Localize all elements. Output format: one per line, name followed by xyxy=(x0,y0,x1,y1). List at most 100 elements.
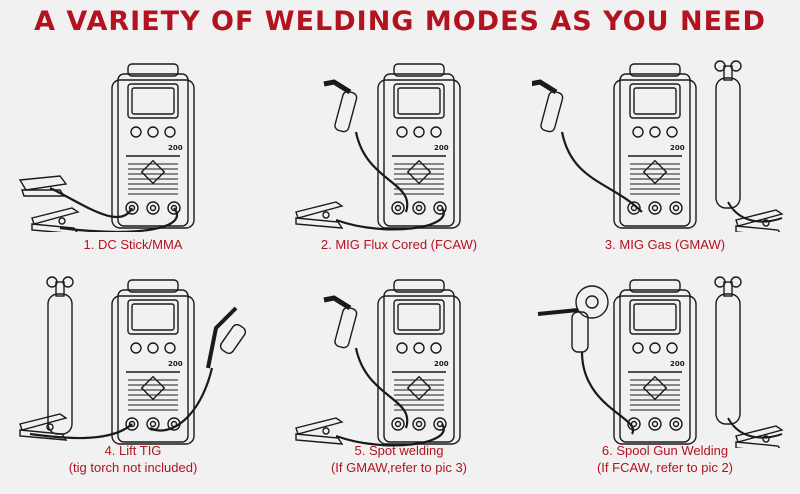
socket-pin xyxy=(651,204,659,212)
mode-panel-6: 200 6. Spool Gun Welding (If FCAW, refer… xyxy=(532,268,798,483)
electrode-cable xyxy=(49,187,133,219)
machine-model-badge: 200 xyxy=(670,144,685,152)
gas-hose xyxy=(727,417,783,439)
control-knob xyxy=(164,342,176,354)
socket-pin xyxy=(149,420,157,428)
machine-model-badge: 200 xyxy=(434,144,449,152)
cylinder-valve xyxy=(723,281,733,297)
display-inner xyxy=(397,303,441,331)
machine-body xyxy=(117,73,189,227)
control-knob xyxy=(666,342,678,354)
mig-torch xyxy=(323,295,409,429)
output-socket xyxy=(627,201,641,215)
electrode-holder xyxy=(18,175,68,197)
mode-caption: 5. Spot welding xyxy=(354,443,444,458)
page-title: A VARIETY OF WELDING MODES AS YOU NEED xyxy=(34,6,766,37)
spool-hub xyxy=(585,295,599,309)
mode-panel-5: 200 5. Spot welding (If GMAW,refer to pi… xyxy=(266,268,532,483)
machine-body xyxy=(619,73,691,227)
clamp-pivot xyxy=(762,435,770,443)
control-knob xyxy=(130,126,142,138)
output-socket xyxy=(391,417,405,431)
output-socket xyxy=(433,201,447,215)
warning-diamond xyxy=(140,375,166,401)
socket-pin xyxy=(128,204,136,212)
cylinder-body xyxy=(47,293,73,435)
display-inner xyxy=(397,87,441,115)
clamp-pivot xyxy=(46,423,54,431)
cylinder-body xyxy=(715,293,741,425)
mode-caption: 4. Lift TIG xyxy=(104,443,162,458)
display-inner xyxy=(633,303,677,331)
clamp-jaw-upper xyxy=(31,207,80,225)
clamp-pivot xyxy=(58,217,66,225)
welder-machine: 200 xyxy=(613,279,697,445)
torch-cable xyxy=(354,347,409,429)
mode-note: (tig torch not included) xyxy=(68,460,198,475)
torch-cable xyxy=(354,131,409,213)
welder-machine: 200 xyxy=(111,279,195,445)
socket-pin xyxy=(651,420,659,428)
mig-gas-welding-illustration: 200 xyxy=(532,60,784,232)
control-knob xyxy=(430,342,442,354)
mode-caption: 1. DC Stick/MMA xyxy=(83,237,183,252)
machine-body xyxy=(117,289,189,443)
holder-jaw xyxy=(18,175,68,191)
control-knob xyxy=(147,342,159,354)
warning-diamond xyxy=(642,159,668,185)
ground-clamp xyxy=(19,413,68,441)
spool-gun xyxy=(537,285,609,353)
control-knob xyxy=(413,126,425,138)
regulator-gauge xyxy=(730,276,742,288)
clamp-jaw-lower xyxy=(295,433,344,445)
socket-pin xyxy=(672,420,680,428)
machine-body xyxy=(383,289,455,443)
warning-diamond xyxy=(642,375,668,401)
ground-clamp xyxy=(735,209,784,232)
tig-cable xyxy=(149,367,214,432)
display-screen xyxy=(393,83,445,119)
mode-caption: 3. MIG Gas (GMAW) xyxy=(604,237,726,252)
ground-clamp xyxy=(735,425,784,448)
output-socket xyxy=(669,417,683,431)
output-socket xyxy=(125,417,139,431)
machine-body xyxy=(383,73,455,227)
clamp-jaw-upper xyxy=(735,425,784,443)
socket-pin xyxy=(170,204,178,212)
mig-torch xyxy=(323,79,409,213)
control-knob xyxy=(413,342,425,354)
clamp-jaw-upper xyxy=(295,201,344,219)
socket-pin xyxy=(394,204,402,212)
stick-welding-illustration: 200 xyxy=(18,63,195,232)
cylinder-valve xyxy=(55,281,65,297)
machine-model-badge: 200 xyxy=(168,144,183,152)
clamp-jaw-upper xyxy=(295,417,344,435)
mig-torch xyxy=(532,79,643,213)
socket-pin xyxy=(436,204,444,212)
tig-torch-head xyxy=(206,306,238,369)
warning-diamond xyxy=(406,159,432,185)
ground-cable xyxy=(335,207,445,231)
carry-handle xyxy=(127,279,179,293)
spot-welding-illustration: 200 xyxy=(295,279,461,447)
socket-pin xyxy=(630,420,638,428)
control-knob xyxy=(396,126,408,138)
mode-panel-2: 200 2. MIG Flux Cored (FCAW) xyxy=(266,52,532,267)
gun-cable xyxy=(580,351,635,435)
socket-pin xyxy=(149,204,157,212)
welder-machine: 200 xyxy=(377,63,461,229)
socket-pin xyxy=(415,204,423,212)
display-screen xyxy=(629,83,681,119)
socket-pin xyxy=(436,420,444,428)
torch-handle xyxy=(334,306,358,349)
gas-hose xyxy=(727,201,783,223)
regulator-gauge xyxy=(62,276,74,288)
tig-handle xyxy=(219,323,247,355)
control-knob xyxy=(666,126,678,138)
gun-grip xyxy=(571,311,589,353)
mode-caption: 2. MIG Flux Cored (FCAW) xyxy=(320,237,478,252)
control-knob xyxy=(396,342,408,354)
mode-panel-4: 200 4. Lift TIG (tig torch not included) xyxy=(0,268,266,483)
ground-cable xyxy=(29,423,133,440)
control-knob xyxy=(632,342,644,354)
